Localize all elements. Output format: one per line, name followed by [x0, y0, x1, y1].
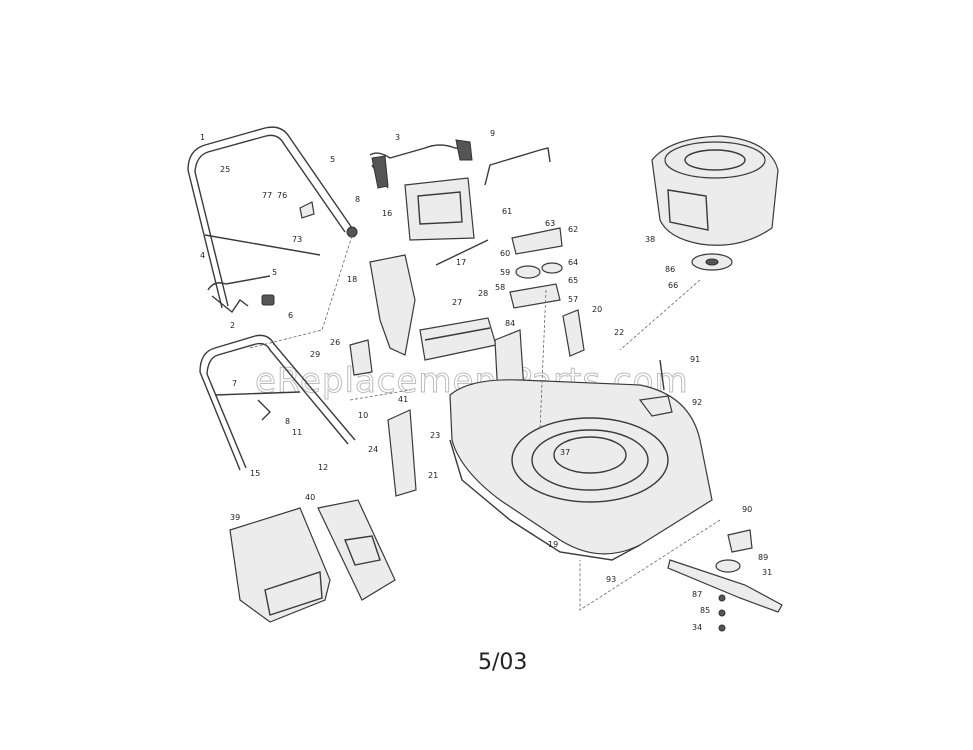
callout-c19: 19 [548, 540, 558, 549]
callout-c31: 31 [762, 568, 772, 577]
deflector-part-90 [727, 529, 753, 553]
engine-part-38 [651, 135, 779, 246]
callout-c93: 93 [606, 575, 616, 584]
callout-c20: 20 [592, 305, 602, 314]
callout-c57: 57 [568, 295, 578, 304]
callout-c34: 34 [692, 623, 702, 632]
callout-c90: 90 [742, 505, 752, 514]
mounting-bar-part-3 [369, 139, 473, 189]
callout-c7: 7 [232, 379, 237, 388]
grass-bag-part-39 [229, 507, 331, 623]
rear-shield-part-18 [369, 254, 416, 356]
wheel-bracket-part-21 [387, 409, 417, 497]
callout-c22: 22 [614, 328, 624, 337]
callout-c89: 89 [758, 553, 768, 562]
callout-c12: 12 [318, 463, 328, 472]
callout-c76: 76 [277, 191, 287, 200]
callout-c17: 17 [456, 258, 466, 267]
blade-part-31 [667, 559, 783, 613]
callout-c85: 85 [700, 606, 710, 615]
callout-c40: 40 [305, 493, 315, 502]
callout-c8a: 8 [355, 195, 360, 204]
callout-c9: 9 [490, 129, 495, 138]
callout-c23: 23 [430, 431, 440, 440]
callout-c28: 28 [478, 289, 488, 298]
callout-c60: 60 [500, 249, 510, 258]
leader-lines [349, 279, 721, 611]
callout-c65: 65 [568, 276, 578, 285]
callout-c92: 92 [692, 398, 702, 407]
rod-part-9 [484, 147, 551, 186]
callout-c3: 3 [395, 133, 400, 142]
callout-c11: 11 [292, 428, 302, 437]
date-code: 5/03 [478, 650, 527, 675]
height-adjuster-part-20 [562, 309, 585, 357]
drive-pulley-part-64 [515, 262, 563, 279]
upper-handle [187, 126, 353, 309]
cable-routing [249, 235, 353, 349]
control-bail-part-4 [207, 275, 271, 314]
cable-clip-part-73 [299, 201, 315, 219]
callout-c84: 84 [505, 319, 515, 328]
callout-c62: 62 [568, 225, 578, 234]
callout-c91: 91 [690, 355, 700, 364]
callout-c8b: 8 [285, 417, 290, 426]
callout-c39: 39 [230, 513, 240, 522]
callout-c87: 87 [692, 590, 702, 599]
callout-c15: 15 [250, 469, 260, 478]
callout-c4: 4 [200, 251, 205, 260]
callout-c5b: 5 [272, 268, 277, 277]
callout-c63: 63 [545, 219, 555, 228]
drive-plate-part-57 [509, 283, 561, 309]
callout-c2: 2 [230, 321, 235, 330]
callout-c25: 25 [220, 165, 230, 174]
handle-knob-part-6 [261, 294, 275, 306]
callout-c21: 21 [428, 471, 438, 480]
callout-c66: 66 [668, 281, 678, 290]
hinge-bracket-part-16 [404, 177, 475, 241]
drive-bracket-part-63 [511, 227, 563, 255]
callout-c58: 58 [495, 283, 505, 292]
callout-c41: 41 [398, 395, 408, 404]
callout-c29: 29 [310, 350, 320, 359]
blade-bolt-stack [718, 594, 726, 632]
rod-part-17 [435, 239, 489, 266]
callout-c18: 18 [347, 275, 357, 284]
callout-c24: 24 [368, 445, 378, 454]
engine-pulley-part-86 [691, 253, 733, 271]
callout-c86: 86 [665, 265, 675, 274]
callout-c10: 10 [358, 411, 368, 420]
callout-c64: 64 [568, 258, 578, 267]
callout-c27: 27 [452, 298, 462, 307]
callout-c77: 77 [262, 191, 272, 200]
bag-frame-part-40 [317, 499, 396, 601]
callout-c5a: 5 [330, 155, 335, 164]
callout-c38: 38 [645, 235, 655, 244]
callout-c37: 37 [560, 448, 570, 457]
callout-c59: 59 [500, 268, 510, 277]
rear-door-part-27 [419, 317, 497, 361]
callout-c1: 1 [200, 133, 205, 142]
bracket-part-26 [349, 339, 373, 376]
mower-deck-part-19 [449, 379, 713, 561]
lower-handle [199, 334, 356, 471]
handle-knob-part-8 [346, 226, 358, 238]
callout-c6: 6 [288, 311, 293, 320]
callout-c61: 61 [502, 207, 512, 216]
bolt-part-91 [659, 359, 665, 391]
callout-c26: 26 [330, 338, 340, 347]
callout-c16: 16 [382, 209, 392, 218]
height-lever-part-92 [638, 395, 673, 417]
callout-c73: 73 [292, 235, 302, 244]
blade-adapter-part-89 [715, 559, 741, 573]
